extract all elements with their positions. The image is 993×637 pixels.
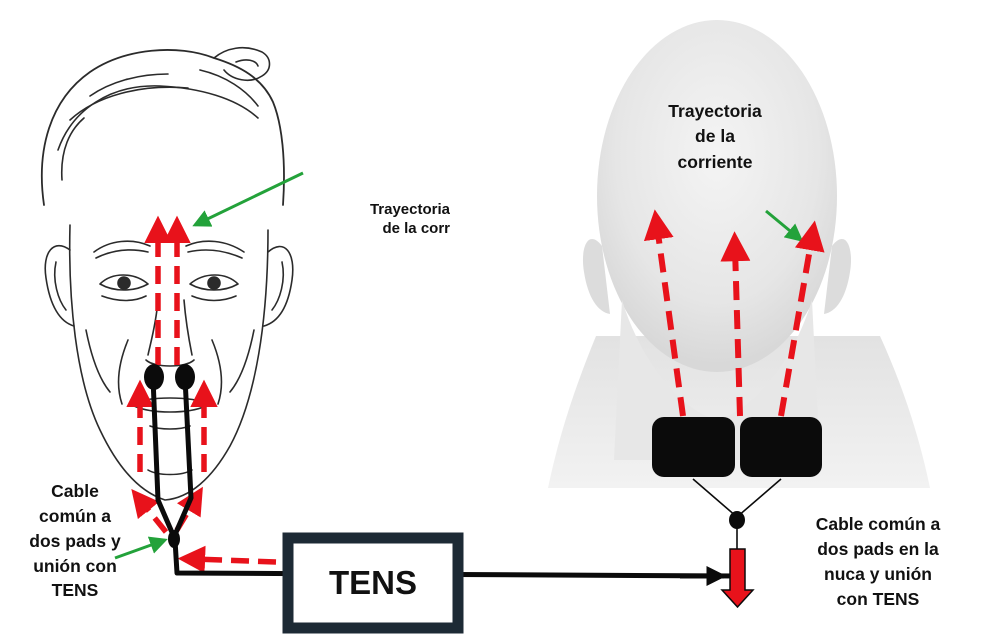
label-line: unión con bbox=[0, 554, 150, 579]
head-back-illustration bbox=[548, 20, 930, 488]
label-line: Trayectoria bbox=[630, 99, 800, 124]
neck-pad-right bbox=[740, 417, 822, 477]
label-line: Cable común a bbox=[778, 512, 978, 537]
label-line: TENS bbox=[0, 578, 150, 603]
label-line: de la corr bbox=[330, 219, 450, 238]
head-cable-label: Cable común a dos pads en la nuca y unió… bbox=[778, 512, 978, 611]
label-line: nuca y unión bbox=[778, 562, 978, 587]
label-line: de la bbox=[630, 124, 800, 149]
face-illustration bbox=[42, 48, 293, 500]
label-line: Trayectoria bbox=[330, 200, 450, 219]
label-line: común a bbox=[0, 504, 150, 529]
cable-junction-neck bbox=[729, 511, 745, 529]
electrode-pad-left bbox=[144, 364, 164, 390]
current-arrow bbox=[193, 559, 276, 562]
electrode-pad-right bbox=[175, 364, 195, 390]
label-line: corriente bbox=[630, 150, 800, 175]
label-line: dos pads en la bbox=[778, 537, 978, 562]
face-cable-label: Cable común a dos pads y unión con TENS bbox=[0, 479, 150, 603]
pointer-arrow bbox=[195, 173, 303, 225]
tens-device-label: TENS bbox=[288, 538, 458, 628]
head-path-label: Trayectoria de la corriente bbox=[630, 99, 800, 175]
label-line: dos pads y bbox=[0, 529, 150, 554]
face-path-label: Trayectoria de la corr bbox=[330, 200, 450, 238]
label-line: con TENS bbox=[778, 587, 978, 612]
neck-pad-left bbox=[652, 417, 735, 477]
cable-junction-face bbox=[168, 530, 180, 548]
label-line: Cable bbox=[0, 479, 150, 504]
